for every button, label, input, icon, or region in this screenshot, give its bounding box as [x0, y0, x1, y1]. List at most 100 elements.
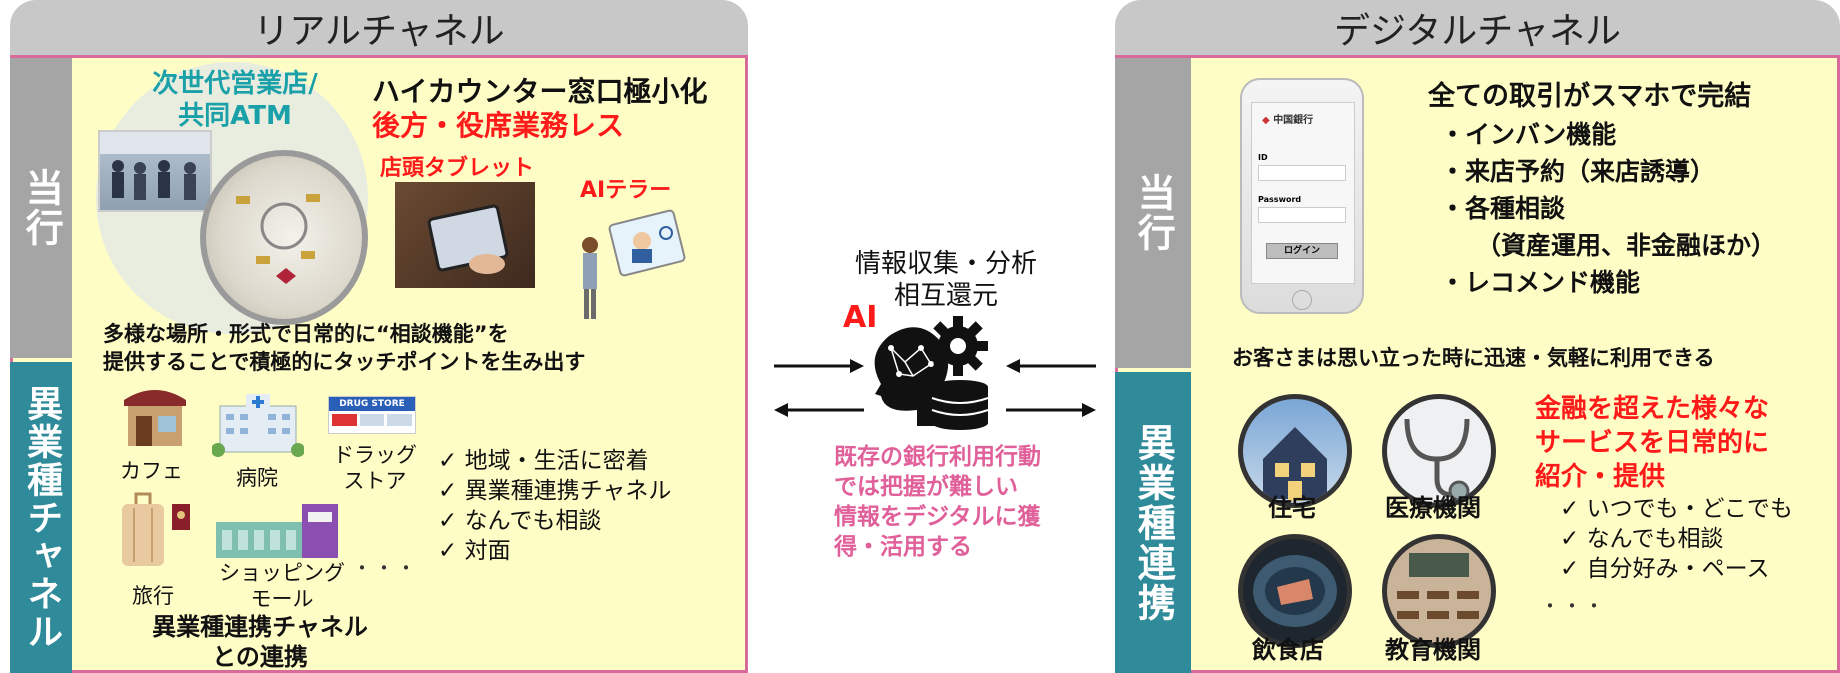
- cafe-label: カフェ: [120, 459, 183, 483]
- partner-link-line2: との連携: [212, 643, 308, 671]
- phone-id-input[interactable]: [1258, 165, 1346, 181]
- real-side-own-bank-label: 当行: [19, 168, 64, 248]
- beyond-finance-text: 金融を超えた様々な サービスを日常的に 紹介・提供: [1535, 392, 1769, 494]
- smartphone-mockup: ◆ 中国銀行 ID Password ログイン: [1240, 78, 1364, 314]
- database-icon: [930, 380, 990, 430]
- arrow-left-out-icon: [774, 402, 864, 417]
- middle-description: 既存の銀行利用行動 では把握が難しい 情報をデジタルに獲 得・活用する: [834, 442, 1041, 562]
- phone-password-input[interactable]: [1258, 207, 1346, 223]
- real-check-item: 地域・生活に密着: [438, 446, 671, 476]
- branch-floor-icon: [236, 194, 320, 284]
- ai-teller-icon: [582, 209, 686, 319]
- cafe-icon: [120, 380, 190, 450]
- phone-bank-logo: ◆ 中国銀行: [1262, 115, 1314, 126]
- hospital-label: 病院: [236, 466, 278, 490]
- real-check-item: 対面: [438, 536, 671, 566]
- drugstore-label-line1: ドラッグ: [333, 443, 417, 467]
- middle-desc-line3: 情報をデジタルに獲: [834, 504, 1041, 530]
- drugstore-label: ドラッグ ストア: [333, 442, 417, 494]
- travel-label: 旅行: [132, 584, 174, 608]
- ai-head-icon: [855, 318, 995, 433]
- mall-label-line2: モール: [250, 587, 314, 611]
- real-side-partner: 異業種チャネル: [10, 362, 72, 673]
- atm-lobby-photo: [98, 130, 212, 212]
- real-check-item: 異業種連携チャネル: [438, 476, 672, 506]
- real-check-list: 地域・生活に密着 異業種連携チャネル なんでも相談 対面: [438, 446, 672, 566]
- phone-home-button: [1292, 290, 1312, 310]
- drugstore-icon: DRUG STORE: [328, 396, 416, 434]
- tablet-icon: [427, 204, 509, 274]
- digital-channel-title: デジタルチャネル: [1334, 11, 1621, 52]
- middle-desc-line1: 既存の銀行利用行動: [834, 444, 1041, 470]
- real-headline1: ハイカウンター窓口極小化: [372, 75, 708, 108]
- digital-ellipsis: ・・・: [1540, 594, 1606, 618]
- digital-feature-item: ・来店予約（来店誘導）: [1440, 157, 1716, 186]
- arrow-left-in-icon: [774, 358, 864, 373]
- digital-headline: 全ての取引がスマホで完結: [1428, 81, 1752, 112]
- branch-floor-illustration: [200, 150, 368, 325]
- mall-label-line1: ショッピング: [219, 561, 345, 585]
- atm-people-icon: [100, 132, 210, 200]
- customer-usage-text: お客さまは思い立った時に迅速・気軽に利用できる: [1232, 346, 1715, 370]
- education-image: [1382, 534, 1496, 648]
- drugstore-sign: DRUG STORE: [329, 397, 415, 411]
- partner-link-label: 異業種連携チャネル との連携: [130, 612, 390, 672]
- digital-feature-list: ・インバン機能 ・来店予約（来店誘導） ・各種相談 （資産運用、非金融ほか） ・…: [1440, 116, 1776, 301]
- phone-password-label: Password: [1258, 195, 1302, 204]
- real-channel-title: リアルチャネル: [253, 11, 505, 52]
- restaurant-image: [1238, 534, 1352, 648]
- housing-image: [1238, 394, 1352, 508]
- digital-check-item: いつでも・どこでも: [1560, 494, 1793, 524]
- ai-label: AI: [843, 300, 878, 335]
- info-collect-line1: 情報収集・分析: [854, 249, 1037, 279]
- medical-label: 医療機関: [1385, 494, 1481, 522]
- digital-feature-item: ・各種相談: [1440, 194, 1566, 223]
- tablet-photo: [395, 182, 535, 288]
- beyond-finance-line3: 紹介・提供: [1535, 462, 1666, 492]
- middle-desc-line4: 得・活用する: [834, 534, 972, 560]
- classroom-icon: [1397, 553, 1479, 619]
- education-label: 教育機関: [1385, 636, 1481, 664]
- hospital-icon: [211, 392, 305, 458]
- drugstore-label-line2: ストア: [343, 469, 407, 493]
- consult-text: 多様な場所・形式で日常的に“相談機能”を 提供することで積極的にタッチポイントを…: [103, 320, 585, 376]
- digital-feature-item: ・インバン機能: [1440, 120, 1617, 149]
- arrow-right-in-icon: [1006, 358, 1096, 373]
- info-collect-line2: 相互還元: [893, 281, 998, 311]
- next-gen-branch-line1: 次世代営業店/: [152, 69, 318, 99]
- phone-login-button[interactable]: ログイン: [1266, 243, 1338, 259]
- phone-screen: ◆ 中国銀行 ID Password ログイン: [1251, 102, 1355, 284]
- next-gen-branch-line2: 共同ATM: [178, 101, 292, 131]
- ai-teller-illustration: [570, 205, 690, 325]
- digital-check-list: いつでも・どこでも なんでも相談 自分好み・ペース: [1560, 494, 1793, 584]
- ai-teller-label: AIテラー: [580, 178, 672, 203]
- stethoscope-icon: [1404, 418, 1470, 502]
- tablet-label: 店頭タブレット: [380, 156, 535, 181]
- real-headline2: 後方・役席業務レス: [372, 109, 625, 142]
- housing-label: 住宅: [1268, 494, 1316, 522]
- beyond-finance-line1: 金融を超えた様々な: [1535, 394, 1770, 424]
- digital-feature-item: ・レコメンド機能: [1440, 268, 1641, 297]
- real-side-own-bank: 当行: [10, 58, 72, 358]
- partner-link-line1: 異業種連携チャネル: [152, 613, 368, 641]
- gear-icon: [926, 314, 990, 378]
- digital-side-partner-label: 異業種連携: [1131, 422, 1176, 623]
- consult-line2: 提供することで積極的にタッチポイントを生み出す: [103, 350, 586, 374]
- travel-icon: [114, 490, 194, 570]
- housing-icon: [1263, 427, 1327, 501]
- digital-channel-title-bar: デジタルチャネル: [1115, 0, 1840, 56]
- beyond-finance-line2: サービスを日常的に: [1535, 428, 1770, 458]
- arrow-right-out-icon: [1006, 402, 1096, 417]
- phone-id-label: ID: [1258, 153, 1268, 162]
- phone-bank-name: 中国銀行: [1273, 115, 1314, 126]
- digital-side-partner: 異業種連携: [1115, 372, 1191, 673]
- mall-icon: [212, 500, 342, 560]
- real-check-item: なんでも相談: [438, 506, 671, 536]
- restaurant-label: 飲食店: [1252, 636, 1324, 664]
- real-channel-title-bar: リアルチャネル: [10, 0, 748, 56]
- real-side-partner-label: 異業種チャネル: [21, 384, 63, 651]
- medical-image: [1382, 394, 1496, 508]
- middle-desc-line2: では把握が難しい: [834, 474, 1018, 500]
- mall-label: ショッピング モール: [212, 560, 352, 612]
- digital-side-own-bank: 当行: [1115, 58, 1191, 368]
